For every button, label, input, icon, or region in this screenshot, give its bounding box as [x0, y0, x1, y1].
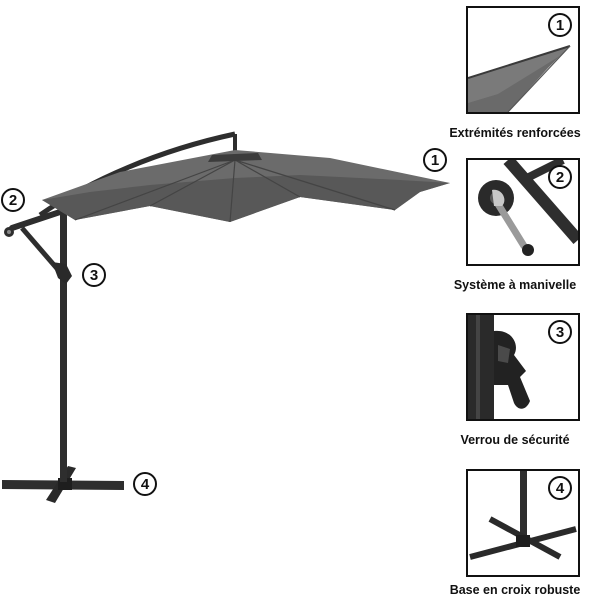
feature-label-safety-lock: Verrou de sécurité — [460, 433, 570, 447]
detail-panel-cross-base: 4 — [466, 469, 580, 577]
crank-system-illustration — [478, 160, 578, 256]
panel-callout-4: 4 — [548, 476, 572, 500]
feature-label-reinforced-tips: Extrémités renforcées — [449, 126, 581, 140]
panel-callout-1: 1 — [548, 13, 572, 37]
pole — [60, 210, 67, 482]
callout-4: 4 — [133, 472, 157, 496]
safety-lock-illustration — [468, 315, 530, 419]
callout-3: 3 — [82, 263, 106, 287]
cross-base-illustration — [469, 471, 577, 560]
feature-label-crank-system: Système à manivelle — [453, 278, 577, 292]
reinforced-tip-illustration — [468, 45, 571, 112]
detail-panel-crank-system: 2 — [466, 158, 580, 266]
panel-callout-2: 2 — [548, 165, 572, 189]
detail-panel-reinforced-tips: 1 — [466, 6, 580, 114]
feature-label-cross-base: Base en croix robuste — [449, 583, 581, 597]
umbrella-canopy — [42, 150, 450, 223]
callout-2: 2 — [1, 188, 25, 212]
safety-lock — [52, 262, 72, 284]
callout-1: 1 — [423, 148, 447, 172]
panel-callout-3: 3 — [548, 320, 572, 344]
crank-handle — [4, 207, 69, 237]
detail-panel-safety-lock: 3 — [466, 313, 580, 421]
